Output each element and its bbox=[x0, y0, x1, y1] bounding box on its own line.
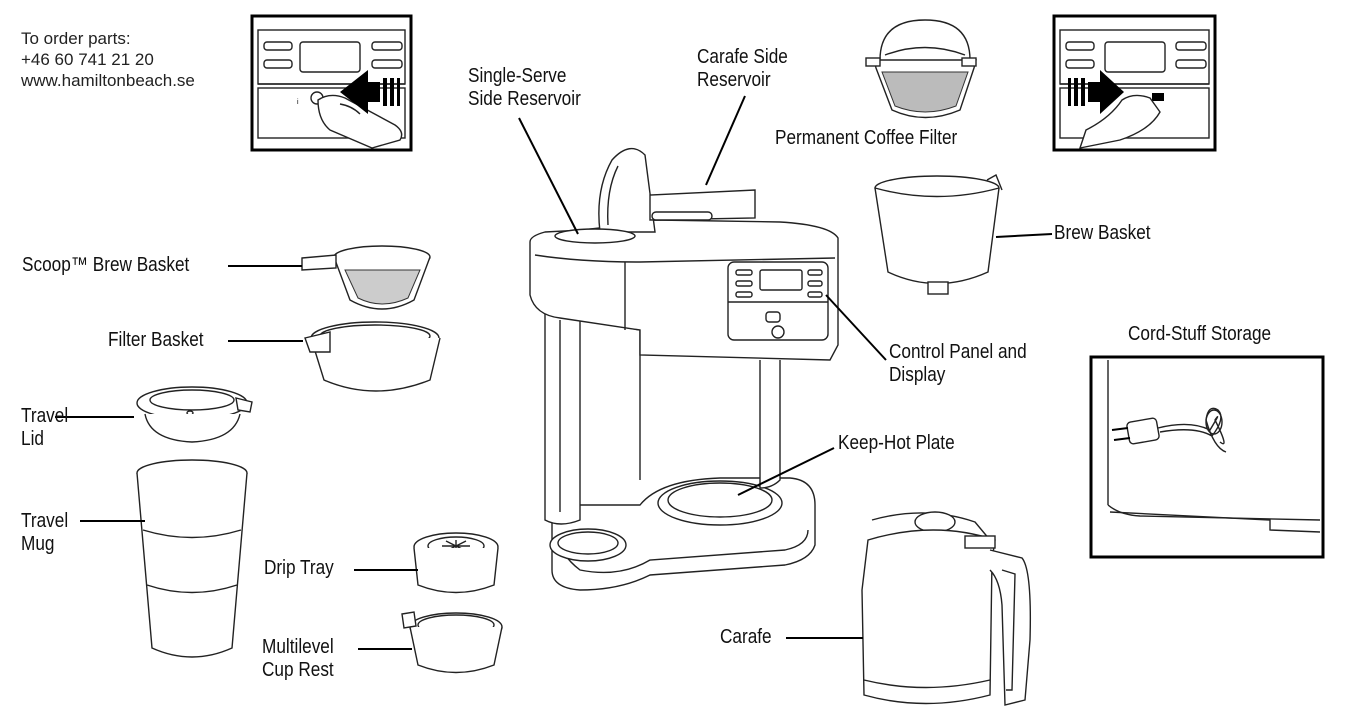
arrow-right-icon bbox=[1068, 70, 1124, 114]
label-control-panel: Control Panel and Display bbox=[889, 341, 1027, 387]
label-travel-lid-line2: Lid bbox=[21, 428, 44, 450]
label-travel-mug: Travel Mug bbox=[21, 510, 68, 556]
label-carafe-side-reservoir: Carafe Side Reservoir bbox=[697, 46, 788, 92]
label-single-serve-line2: Side Reservoir bbox=[468, 88, 581, 110]
parts-contact: To order parts: +46 60 741 21 20 www.ham… bbox=[21, 28, 195, 91]
multilevel-cup-rest bbox=[401, 611, 503, 674]
label-brew-basket: Brew Basket bbox=[1054, 222, 1151, 244]
label-cup-rest-line2: Cup Rest bbox=[262, 659, 334, 681]
control-panel-inset-left: i bbox=[250, 14, 413, 152]
label-filter-basket: Filter Basket bbox=[108, 329, 204, 351]
contact-phone[interactable]: +46 60 741 21 20 bbox=[21, 50, 154, 69]
contact-website[interactable]: www.hamiltonbeach.se bbox=[21, 71, 195, 90]
label-carafe-side-line1: Carafe Side bbox=[697, 46, 788, 68]
arrow-left-icon bbox=[340, 70, 400, 114]
control-panel-inset-right bbox=[1052, 14, 1217, 152]
contact-heading: To order parts: bbox=[21, 29, 131, 48]
label-drip-tray: Drip Tray bbox=[264, 557, 334, 579]
label-scoop-brew-basket: Scoop™ Brew Basket bbox=[22, 254, 190, 276]
label-travel-lid: Travel Lid bbox=[21, 405, 68, 451]
brew-basket bbox=[874, 174, 1003, 295]
filter-basket bbox=[304, 321, 441, 392]
cord-storage-inset bbox=[1089, 355, 1325, 559]
label-single-serve-reservoir: Single-Serve Side Reservoir bbox=[468, 65, 581, 111]
label-carafe-side-line2: Reservoir bbox=[697, 69, 771, 91]
label-permanent-coffee-filter: Permanent Coffee Filter bbox=[775, 127, 958, 149]
drip-tray bbox=[413, 532, 499, 594]
leader-lines bbox=[55, 95, 1053, 650]
label-cup-rest-line1: Multilevel bbox=[262, 636, 334, 658]
label-travel-mug-line2: Mug bbox=[21, 533, 55, 555]
label-travel-mug-line1: Travel bbox=[21, 510, 69, 532]
label-control-panel-line2: Display bbox=[889, 364, 946, 386]
label-travel-lid-line1: Travel bbox=[21, 405, 69, 427]
coffee-maker bbox=[529, 147, 839, 591]
label-keep-hot-plate: Keep-Hot Plate bbox=[838, 432, 955, 454]
label-control-panel-line1: Control Panel and bbox=[889, 341, 1027, 363]
travel-mug bbox=[136, 459, 248, 658]
permanent-coffee-filter bbox=[865, 19, 977, 119]
plug-icon bbox=[1111, 407, 1227, 453]
scoop-brew-basket bbox=[301, 245, 431, 310]
svg-text:i: i bbox=[297, 99, 299, 106]
carafe bbox=[861, 511, 1032, 706]
travel-lid bbox=[136, 386, 253, 443]
label-carafe: Carafe bbox=[720, 626, 772, 648]
label-single-serve-line1: Single-Serve bbox=[468, 65, 567, 87]
label-cord-stuff-storage: Cord-Stuff Storage bbox=[1128, 323, 1272, 345]
label-multilevel-cup-rest: Multilevel Cup Rest bbox=[262, 636, 334, 682]
